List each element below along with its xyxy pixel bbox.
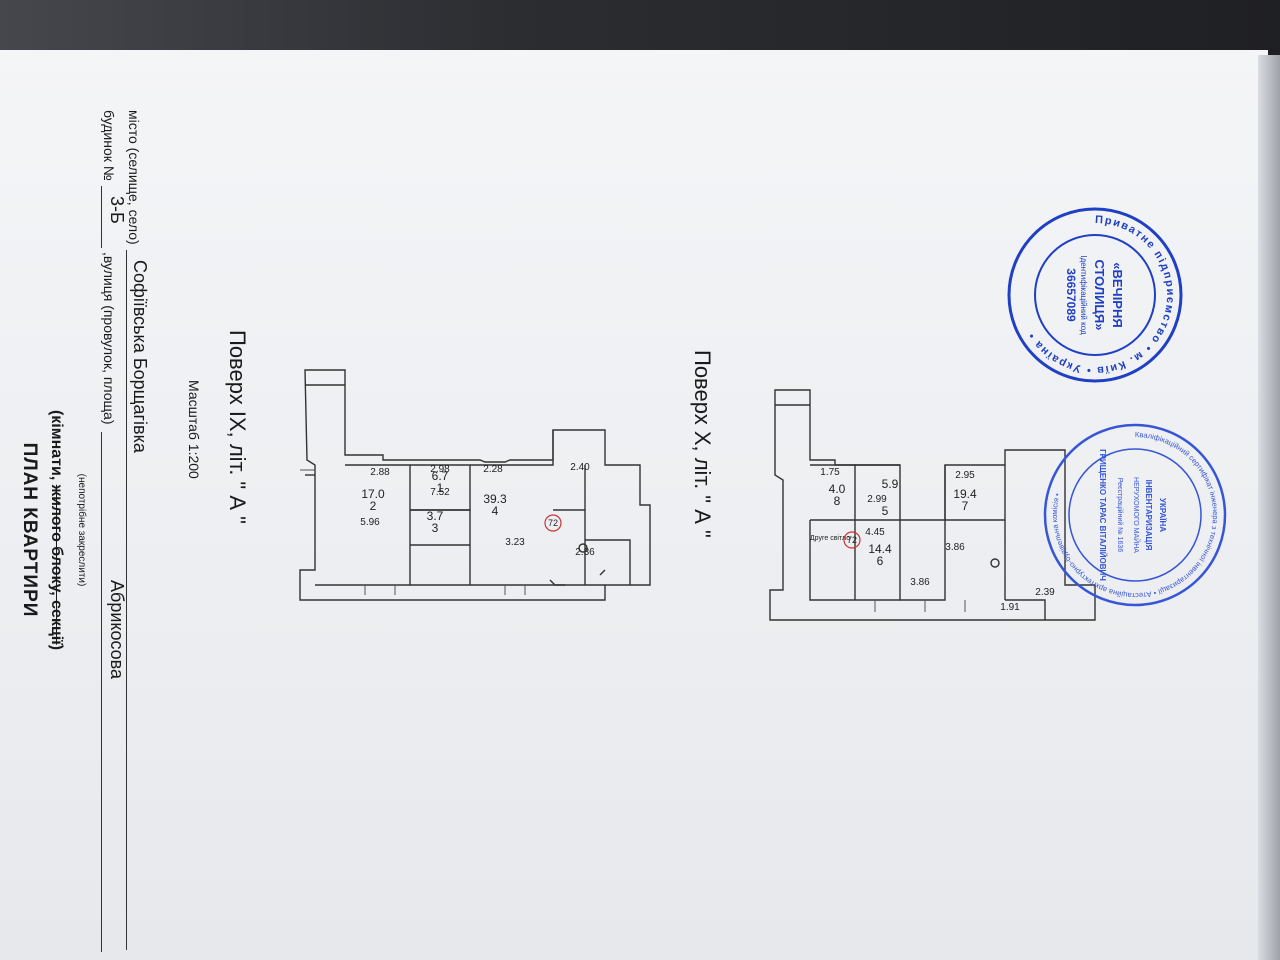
room-7-number: 7 [962, 499, 969, 513]
room-6-number: 6 [877, 554, 884, 568]
room-5-area: 5.9 [882, 477, 899, 491]
city-label: місто (селище, село) [126, 110, 142, 245]
room-2-number: 2 [370, 499, 377, 513]
document-subtitle: (кімнати, жилого блоку, секції) [48, 409, 65, 651]
city-value: Софіївська Борщагівка [130, 260, 150, 453]
document-page [0, 50, 1268, 960]
floor-ix-label: Поверх IX, літ. " А " [225, 330, 250, 524]
room-1-area: 6.7 [432, 469, 449, 483]
house-underline [101, 186, 102, 248]
seal2-line4: Реєстраційний № 1636 [1116, 478, 1124, 553]
dim-2.28: 2.28 [483, 464, 503, 475]
house-label: будинок № [101, 110, 117, 181]
room-3-area: 3.7 [427, 509, 444, 523]
room-6-area: 14.4 [868, 542, 892, 556]
dim-3.86-b: 3.86 [945, 542, 965, 553]
floor-ix-marker: 72 [548, 518, 558, 528]
floor-ix-plan: 5.96 2.88 2.98 2.28 7.52 3.23 2.36 2.40 … [299, 369, 651, 601]
dim-7.52: 7.52 [430, 487, 450, 498]
seal2-line1: УКРАЇНА [1158, 498, 1167, 532]
floor-x-label: Поверх X, літ. " А " [690, 350, 715, 538]
seal1-line3: Ідентифікаційний код [1079, 255, 1088, 335]
seal2-line3: НЕРУХОМОГО МАЙНА [1132, 477, 1141, 553]
floor-x-marker: 72 [847, 535, 857, 545]
street-label: ,вулиця (провулок, площа) [101, 252, 117, 425]
engineer-seal: Кваліфікаційний сертифікат інженера з те… [1043, 423, 1227, 607]
room-2-area: 17.0 [361, 487, 385, 501]
room-4-number: 4 [492, 504, 499, 518]
street-underline [101, 432, 102, 952]
dim-1.91: 1.91 [1000, 602, 1020, 613]
dim-2.99: 2.99 [867, 494, 887, 505]
floor-x-marker-circle [843, 531, 861, 549]
company-seal: Приватне підприємство • м. Київ • Україн… [1007, 207, 1183, 383]
dim-2.39: 2.39 [1035, 587, 1055, 598]
floor-x-plan: 1.75 2.99 4.45 3.86 2.95 3.86 1.91 2.39 … [769, 389, 1096, 621]
dim-2.36: 2.36 [575, 547, 595, 558]
dim-4.45: 4.45 [865, 527, 885, 538]
seal1-line4: 36657089 [1064, 268, 1078, 322]
room-7-area: 19.4 [953, 487, 977, 501]
dim-2.88: 2.88 [370, 467, 390, 478]
dim-1.75: 1.75 [820, 467, 840, 478]
scale-label: Масштаб 1:200 [186, 380, 202, 479]
room-8-area: 4.0 [829, 482, 846, 496]
page-edge [1258, 55, 1280, 960]
room-3-number: 3 [432, 521, 439, 535]
city-underline [126, 250, 127, 950]
dim-5.96: 5.96 [360, 517, 380, 528]
floor-ix-marker-circle [544, 514, 562, 532]
seal2-line2: ІНВЕНТАРИЗАЦІЯ [1144, 480, 1153, 551]
dim-2.95: 2.95 [955, 470, 975, 481]
document-note: (непотрібне закреслити) [76, 473, 87, 587]
dim-3.86-a: 3.86 [910, 577, 930, 588]
room-8-number: 8 [834, 494, 841, 508]
struck-text: жилого блоку, секції [48, 484, 65, 645]
room-5-number: 5 [882, 504, 889, 518]
house-value: 3-Б [107, 196, 127, 224]
document-title: ПЛАН КВАРТИРИ [19, 442, 40, 618]
seal1-line1: «ВЕЧІРНЯ [1110, 262, 1125, 327]
room-1-number: 1 [437, 481, 444, 495]
dim-2.40: 2.40 [570, 462, 590, 473]
dim-3.23: 3.23 [505, 537, 525, 548]
second-light-label: Друге світло [810, 534, 850, 542]
dim-2.98: 2.98 [430, 464, 450, 475]
seal2-name: ГРИЩЕНКО ТАРАС ВІТАЛІЙОВИЧ [1098, 449, 1107, 581]
seal1-line2: СТОЛИЦЯ» [1092, 259, 1107, 330]
street-value: Абрикосова [107, 580, 127, 680]
room-4-area: 39.3 [483, 492, 507, 506]
